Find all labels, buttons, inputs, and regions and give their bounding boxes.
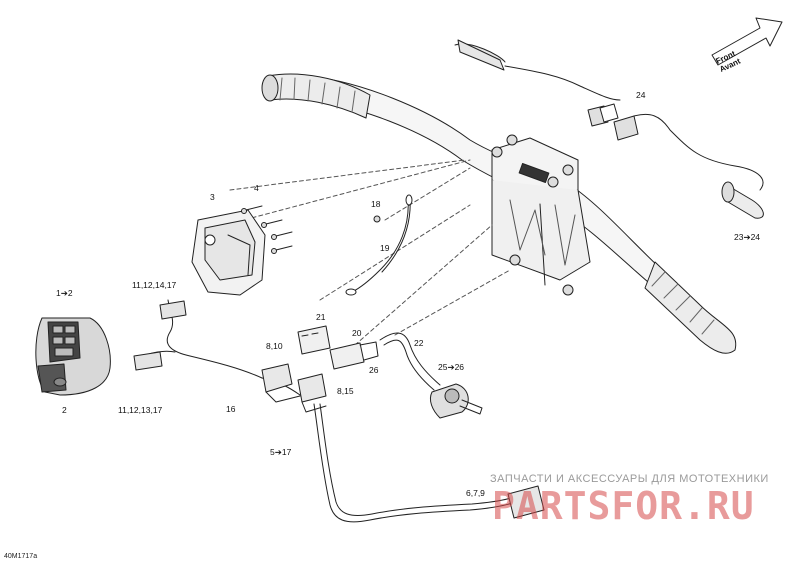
callout-8-10: 8,10 <box>266 341 283 351</box>
connectors-20-21 <box>297 325 379 370</box>
watermark-tagline: ЗАПЧАСТИ И АКСЕССУАРЫ ДЛЯ МОТОТЕХНИКИ <box>490 473 769 485</box>
callout-23-24: 23➔24 <box>734 232 761 242</box>
guide-lines <box>224 159 511 346</box>
callout-1-2: 1➔2 <box>56 288 73 298</box>
callout-16: 16 <box>226 404 236 414</box>
cable-5-17 <box>313 403 523 523</box>
connector-24 <box>587 103 764 191</box>
screws-4 <box>241 205 293 254</box>
callout-25-26: 25➔26 <box>438 362 465 372</box>
handlebar <box>261 73 737 354</box>
callout-8-15: 8,15 <box>337 386 354 396</box>
drawing-code: 40M1717a <box>4 553 38 560</box>
left-grip-end <box>261 74 279 102</box>
callout-6-7-9: 6,7,9 <box>466 488 485 498</box>
callout-11-12-13-17: 11,12,13,17 <box>118 405 163 415</box>
front-arrow <box>711 17 783 66</box>
riser-assembly <box>491 134 591 296</box>
callout-18: 18 <box>371 199 381 209</box>
control-switch <box>35 317 111 396</box>
left-grip <box>267 73 371 119</box>
connector-6-7-9 <box>507 485 545 519</box>
callout-11-12-14-17: 11,12,14,17 <box>132 280 177 290</box>
callout-19: 19 <box>380 243 390 253</box>
callout-20: 20 <box>352 328 362 338</box>
harness-16 <box>133 299 301 396</box>
callout-21: 21 <box>316 312 326 322</box>
switch-housing-3 <box>191 209 266 296</box>
callout-22: 22 <box>414 338 424 348</box>
left-grip-lead <box>454 39 621 101</box>
right-grip-sleeve <box>721 181 764 219</box>
callout-3: 3 <box>210 192 215 202</box>
harness-22 <box>379 332 483 419</box>
connectors-8 <box>261 363 327 413</box>
callout-24: 24 <box>636 90 646 100</box>
ground-wire-19 <box>345 194 413 296</box>
callout-26: 26 <box>369 365 379 375</box>
callout-5-17: 5➔17 <box>270 447 292 457</box>
right-grip <box>644 261 737 354</box>
callout-4: 4 <box>254 183 259 193</box>
callout-2: 2 <box>62 405 67 415</box>
watermark-logo-text: PARTSFOR.RU <box>492 484 755 528</box>
